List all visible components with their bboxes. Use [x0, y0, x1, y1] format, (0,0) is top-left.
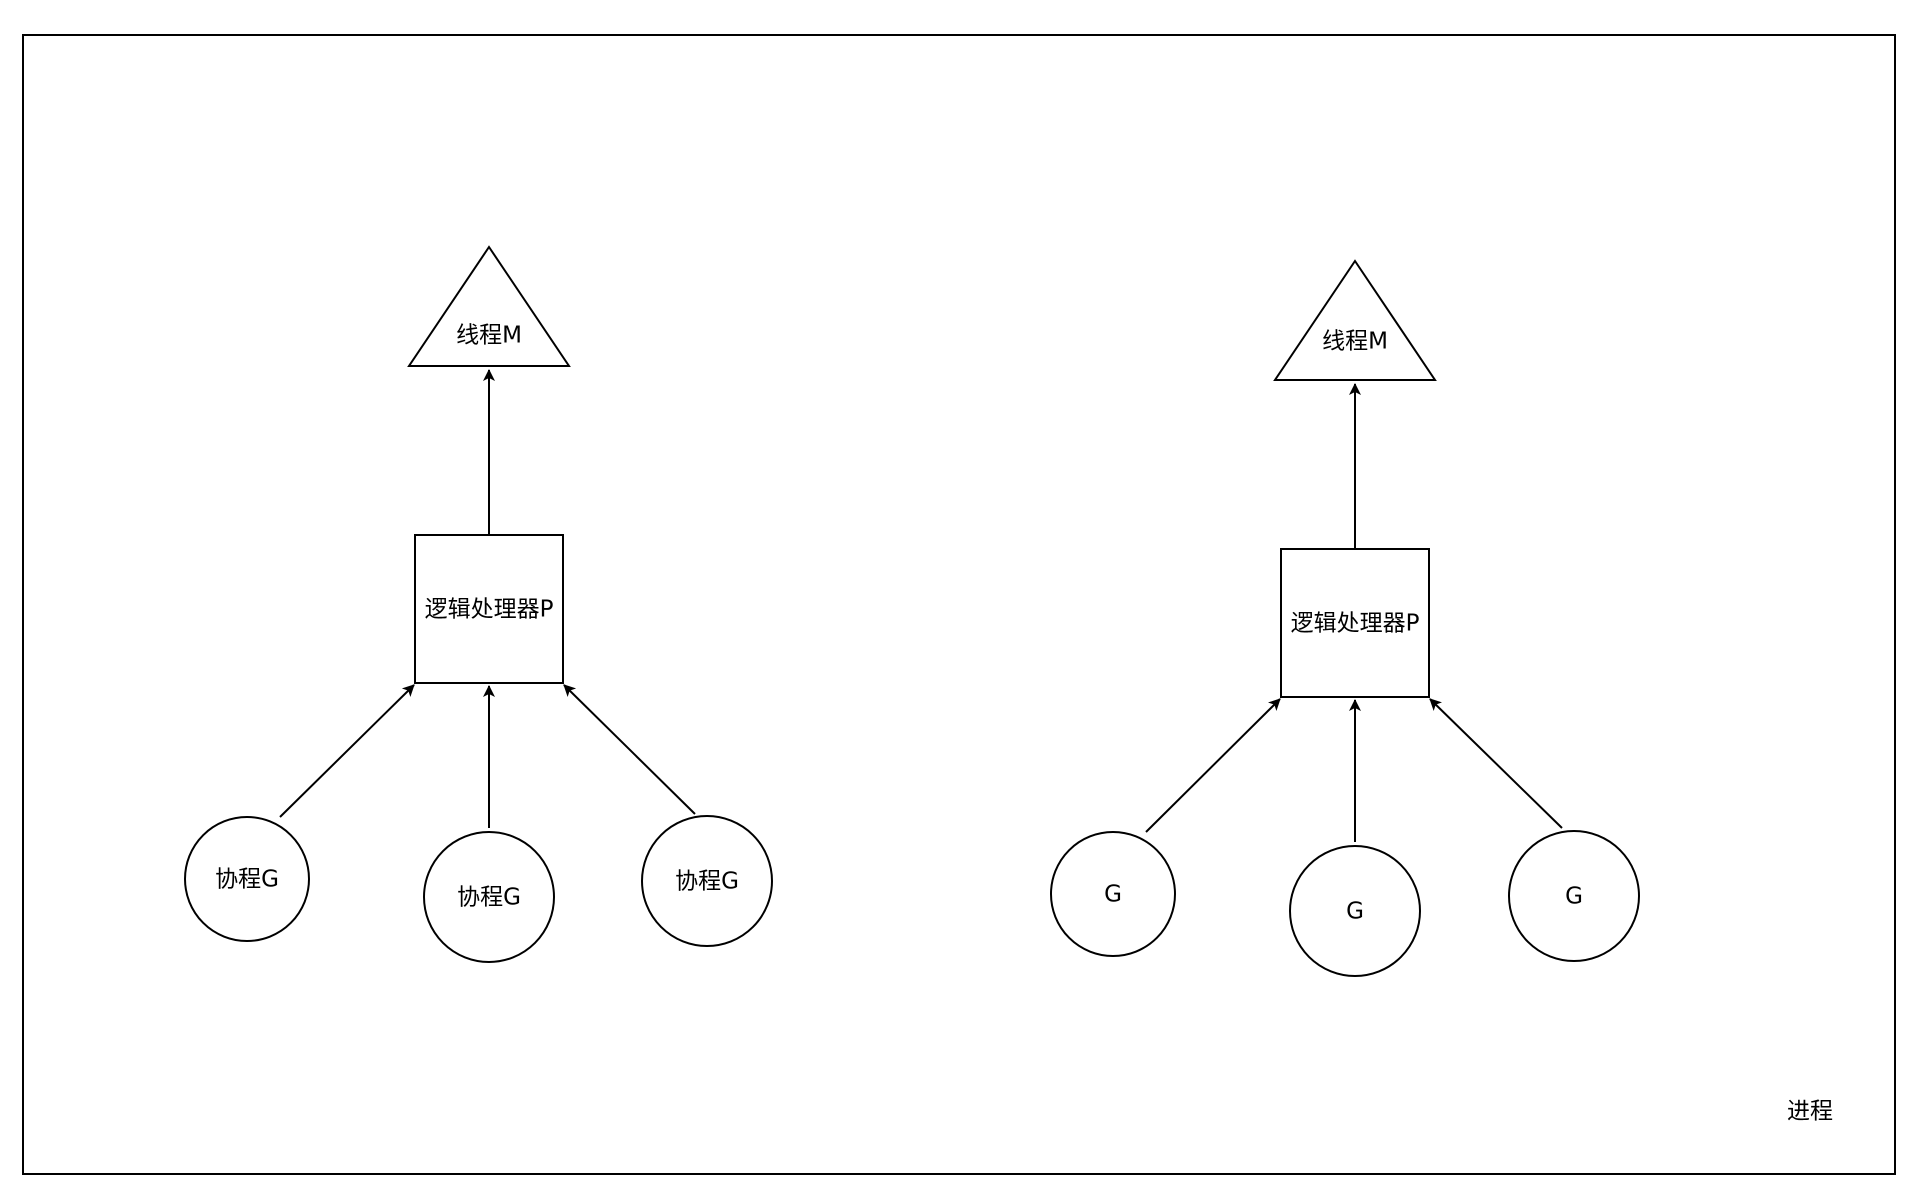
- goroutine-node: [641, 815, 773, 947]
- goroutine-node: [1508, 830, 1640, 962]
- edge-goroutine-3-to-processor: [1429, 698, 1563, 829]
- goroutine-label: 协程G: [675, 869, 739, 895]
- goroutine-label: G: [1565, 884, 1583, 910]
- group-left: 线程M 逻辑处理器P 协程G 协程G 协程G: [184, 245, 773, 963]
- processor-box: [414, 534, 564, 684]
- thread-triangle: [407, 245, 571, 367]
- goroutine-label: 协程G: [215, 867, 279, 893]
- process-label: 进程: [1787, 1099, 1833, 1125]
- thread-label: 线程M: [1322, 329, 1388, 355]
- edge-goroutine-1-to-processor: [1145, 698, 1281, 833]
- processor-label: 逻辑处理器P: [425, 597, 554, 623]
- goroutine-node: [1050, 831, 1176, 957]
- goroutine-label: G: [1104, 882, 1122, 908]
- goroutine-label: 协程G: [457, 885, 521, 911]
- goroutine-node: [1289, 845, 1421, 977]
- processor-box: [1280, 548, 1430, 698]
- process-container: [22, 34, 1896, 1175]
- group-right: 线程M 逻辑处理器P G G G: [1050, 259, 1640, 977]
- goroutine-node: [423, 831, 555, 963]
- goroutine-node: [184, 816, 310, 942]
- edge-goroutine-3-to-processor: [563, 684, 696, 815]
- goroutine-label: G: [1346, 899, 1364, 925]
- processor-label: 逻辑处理器P: [1291, 611, 1420, 637]
- thread-label: 线程M: [456, 323, 522, 349]
- thread-triangle: [1273, 259, 1437, 381]
- edge-goroutine-1-to-processor: [279, 684, 415, 818]
